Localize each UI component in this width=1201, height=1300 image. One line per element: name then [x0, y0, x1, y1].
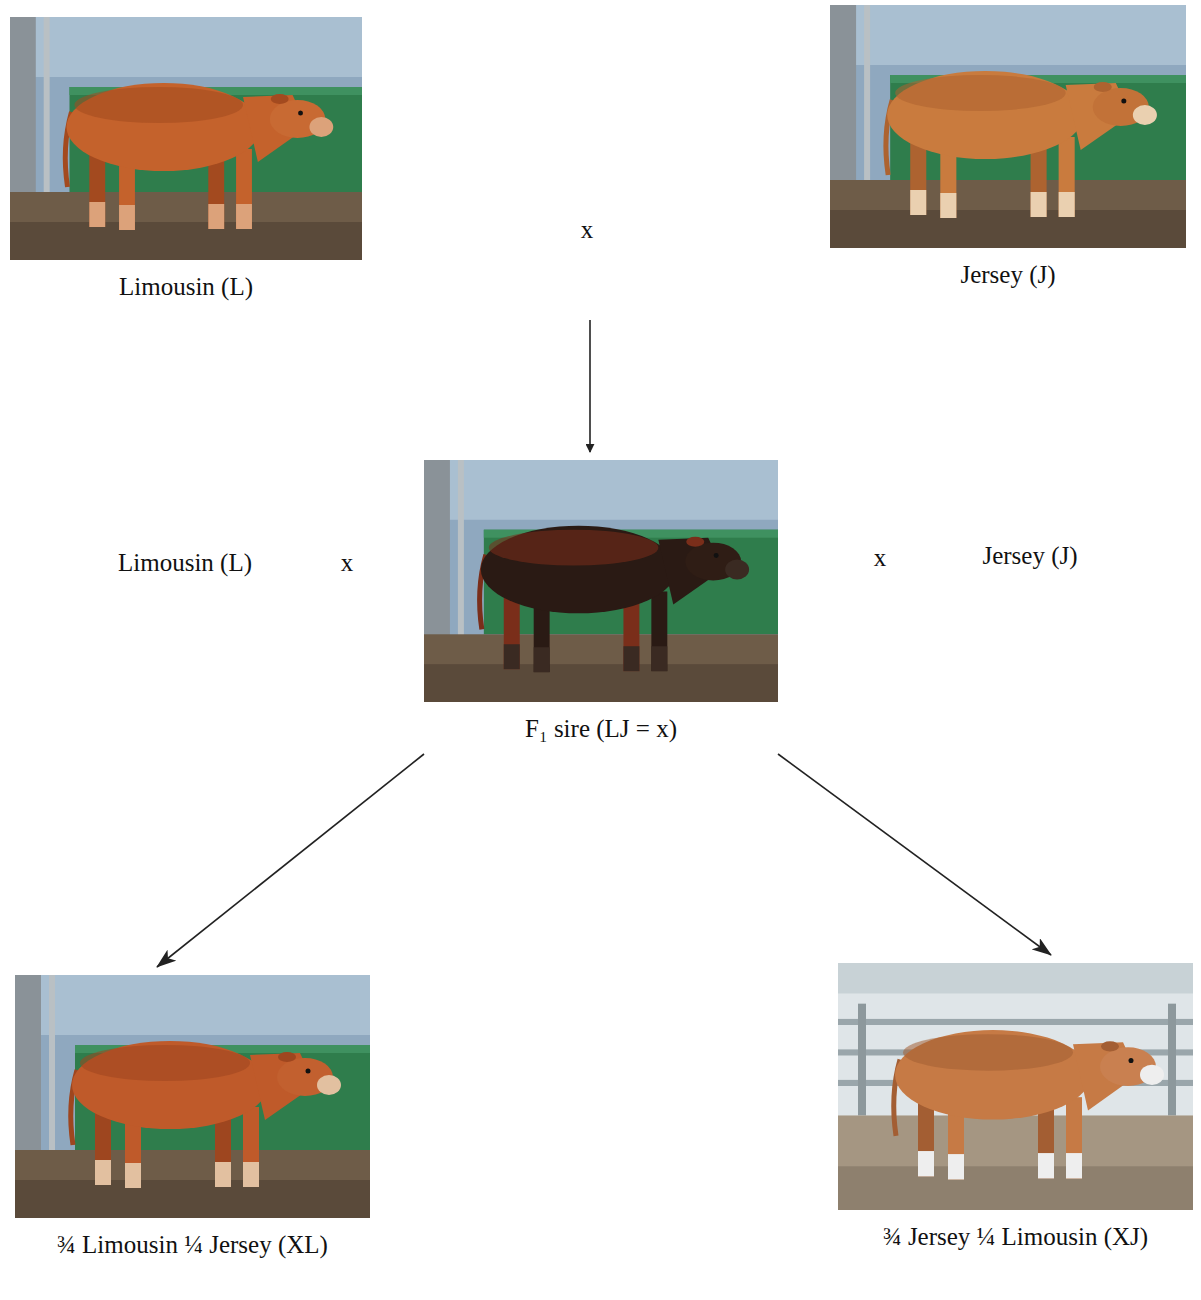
cattle-illustration [15, 975, 370, 1218]
photo-node: Jersey (J) [830, 5, 1186, 290]
cattle-illustration [424, 460, 778, 702]
cattle-illustration [10, 17, 362, 260]
cattle-photo [10, 17, 362, 260]
breed-caption: Limousin (L) [10, 272, 362, 302]
cattle-photo [838, 963, 1193, 1210]
cross-sign: x [341, 548, 354, 578]
breed-caption: ¾ Limousin ¼ Jersey (XL) [15, 1230, 370, 1260]
breed-caption: Jersey (J) [830, 260, 1186, 290]
breed-caption: F₁ sire (LJ = x) [424, 714, 778, 744]
breed-label: Limousin (L) [118, 548, 252, 578]
photo-node: Limousin (L) [10, 17, 362, 302]
cattle-photo [830, 5, 1186, 248]
cross-sign: x [581, 215, 594, 245]
breeding-arrow [157, 754, 424, 967]
breeding-arrow [778, 754, 1051, 955]
photo-node: ¾ Limousin ¼ Jersey (XL) [15, 975, 370, 1260]
breed-caption: ¾ Jersey ¼ Limousin (XJ) [838, 1222, 1193, 1252]
cross-sign: x [874, 543, 887, 573]
photo-node: F₁ sire (LJ = x) [424, 460, 778, 744]
photo-node: ¾ Jersey ¼ Limousin (XJ) [838, 963, 1193, 1252]
breed-label: Jersey (J) [982, 541, 1077, 571]
cattle-photo [15, 975, 370, 1218]
offspring-arrow [589, 320, 591, 452]
cattle-illustration [838, 963, 1193, 1210]
cattle-illustration [830, 5, 1186, 248]
cattle-photo [424, 460, 778, 702]
